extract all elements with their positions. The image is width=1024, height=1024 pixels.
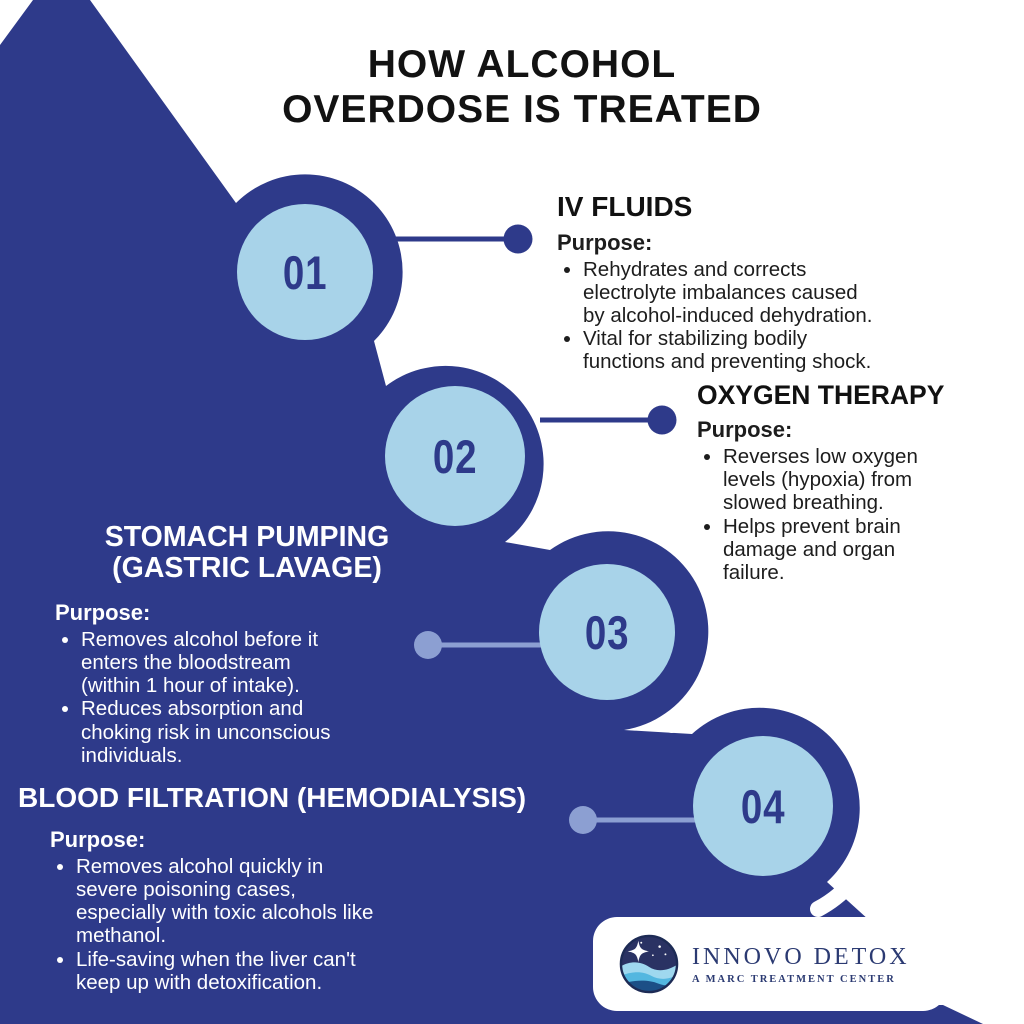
step-heading-blood-filtration: BLOOD FILTRATION (HEMODIALYSIS) xyxy=(18,782,527,813)
bullet-item: Helps prevent brain damage and organ fai… xyxy=(723,515,935,584)
bubble-gap-arc-4 xyxy=(810,833,883,917)
bullet-list: Removes alcohol before it enters the blo… xyxy=(55,628,331,767)
step-section-oxygen-therapy: OXYGEN THERAPY Purpose: Reverses low oxy… xyxy=(697,380,977,584)
bubble-gap-arc-3 xyxy=(664,552,729,733)
logo-star-icon xyxy=(627,940,649,963)
logo-wave-deep xyxy=(620,980,678,993)
step-heading-line1: STOMACH PUMPING xyxy=(104,521,390,553)
bullet-item: Vital for stabilizing bodily functions a… xyxy=(583,327,879,373)
bullet-list: Reverses low oxygen levels (hypoxia) fro… xyxy=(697,445,935,584)
connector-dot-3 xyxy=(414,631,442,659)
step-badge-04: 04 xyxy=(693,736,833,876)
logo-name: INNOVO DETOX xyxy=(692,943,910,970)
purpose-label: Purpose: xyxy=(697,417,793,443)
bullet-item: Removes alcohol quickly in severe poison… xyxy=(76,855,380,948)
step-badge-03: 03 xyxy=(539,564,675,700)
step-heading-stomach-pumping: STOMACH PUMPING (GASTRIC LAVAGE) xyxy=(80,521,414,585)
purpose-label: Purpose: xyxy=(557,229,653,255)
step-section-iv-fluids: IV FLUIDS Purpose: Rehydrates and correc… xyxy=(557,191,997,374)
connector-dot-1 xyxy=(503,224,533,254)
logo-tagline: A MARC TREATMENT CENTER xyxy=(692,973,896,985)
connector-dot-4 xyxy=(569,806,597,834)
innovo-logo-mark xyxy=(619,934,679,994)
purpose-label: Purpose: xyxy=(50,827,146,852)
step-heading-iv-fluids: IV FLUIDS xyxy=(557,191,693,222)
bullet-item: Reverses low oxygen levels (hypoxia) fro… xyxy=(723,445,935,514)
step-number-04: 04 xyxy=(740,779,786,833)
bullet-item: Removes alcohol before it enters the blo… xyxy=(81,628,331,697)
bullet-list: Removes alcohol quickly in severe poison… xyxy=(50,855,380,994)
step-section-stomach-pumping: Purpose: Removes alcohol before it enter… xyxy=(55,593,415,767)
step-badge-01: 01 xyxy=(237,204,373,340)
page-title-line2: OVERDOSE IS TREATED xyxy=(282,88,762,132)
bullet-item: Reduces absorption and choking risk in u… xyxy=(81,697,331,766)
connector-dot-2 xyxy=(647,405,677,435)
logo-card: INNOVO DETOX A MARC TREATMENT CENTER xyxy=(593,917,947,1011)
step-number-01: 01 xyxy=(282,245,328,299)
step-heading-oxygen-therapy: OXYGEN THERAPY xyxy=(697,380,945,410)
step-badge-02: 02 xyxy=(385,386,525,526)
bullet-list: Rehydrates and corrects electrolyte imba… xyxy=(557,258,879,374)
step-heading-line2: (GASTRIC LAVAGE) xyxy=(112,552,382,585)
bullet-item: Life-saving when the liver can't keep up… xyxy=(76,948,380,994)
logo-text-block: INNOVO DETOX A MARC TREATMENT CENTER xyxy=(692,944,910,985)
page-title-line1: HOW ALCOHOL xyxy=(367,43,677,86)
bullet-item: Rehydrates and corrects electrolyte imba… xyxy=(583,258,879,327)
step-number-03: 03 xyxy=(584,605,630,659)
page-title: HOW ALCOHOL OVERDOSE IS TREATED xyxy=(212,42,832,132)
purpose-label: Purpose: xyxy=(55,600,151,625)
step-section-blood-filtration: Purpose: Removes alcohol quickly in seve… xyxy=(50,820,470,994)
step-number-02: 02 xyxy=(432,429,478,483)
